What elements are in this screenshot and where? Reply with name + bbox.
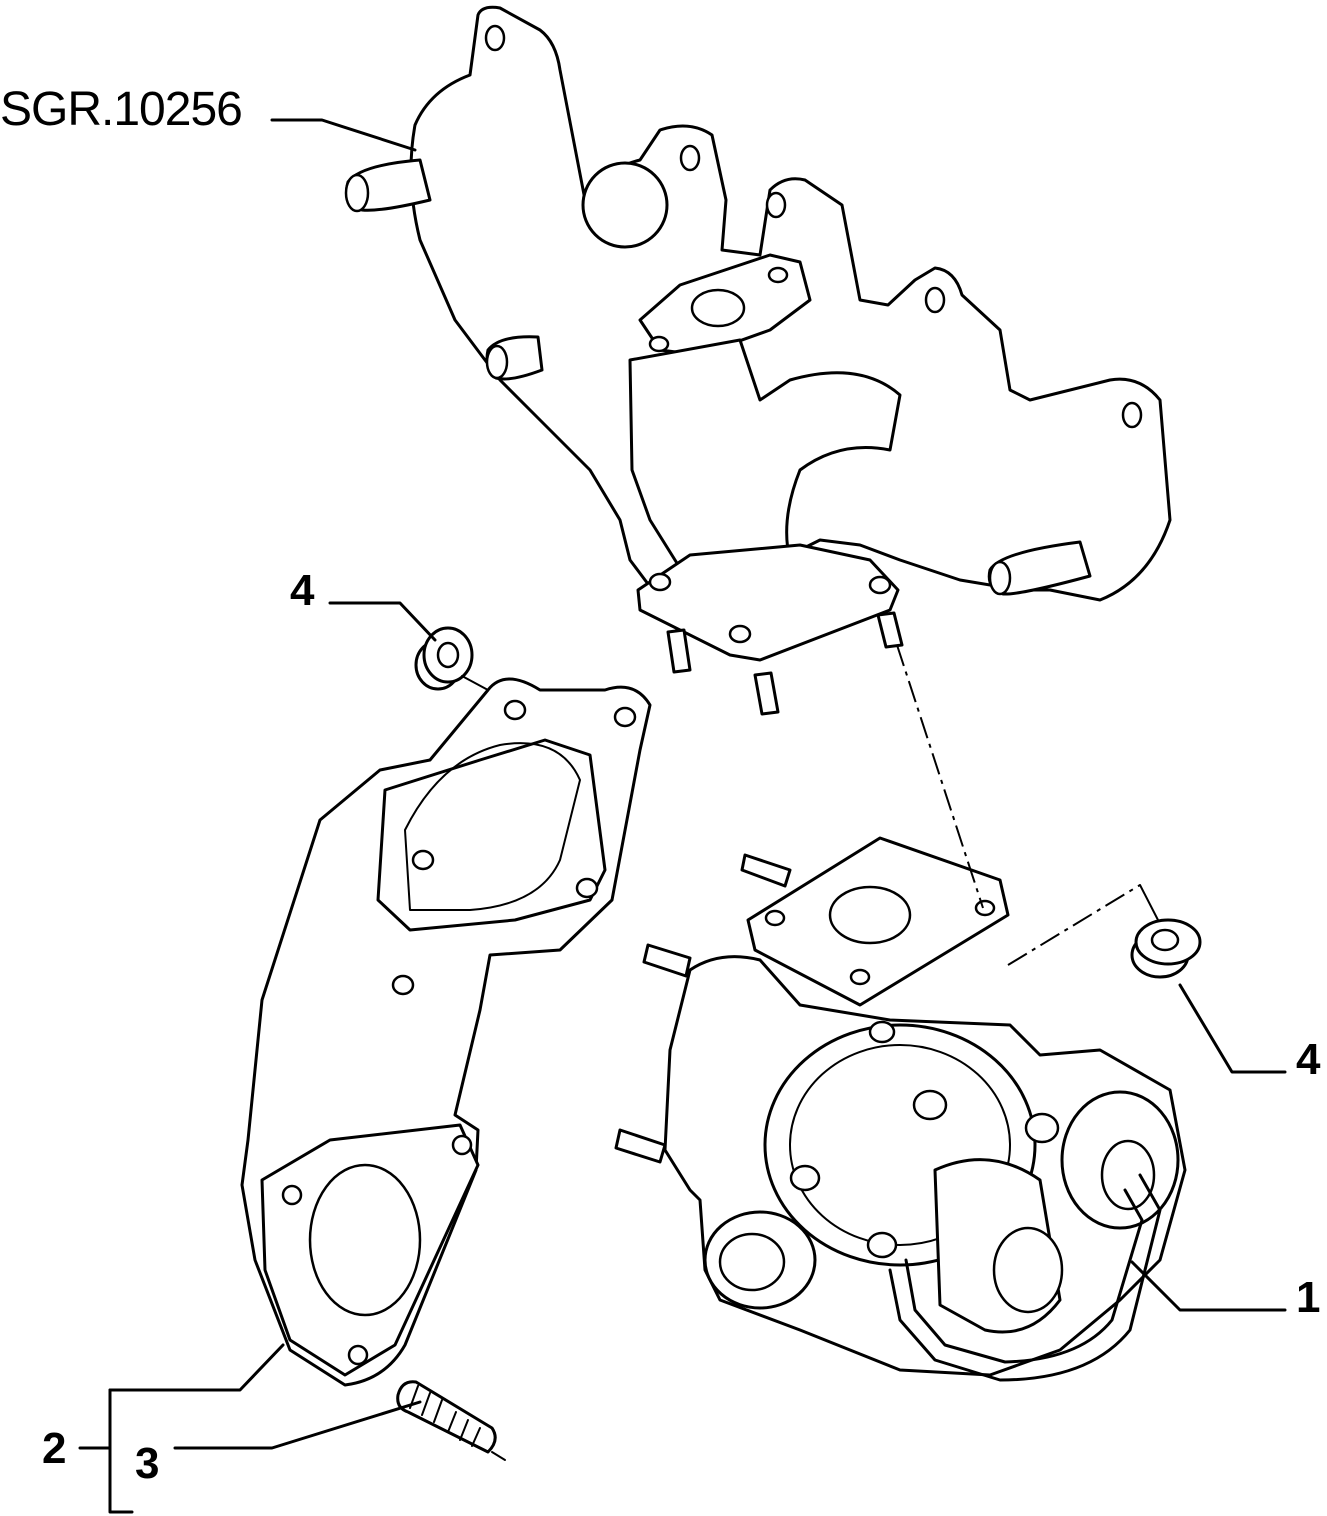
bracket-group (108, 1388, 134, 1514)
leader-stud (173, 1400, 422, 1450)
flange-nut-right (1130, 918, 1202, 979)
leader-nut-left (328, 601, 437, 642)
stud (396, 1380, 497, 1454)
callout-nut-left: 4 (290, 566, 315, 615)
callout-turbocharger: 1 (1296, 1273, 1320, 1322)
assembly-line-nut (1007, 884, 1141, 966)
flange-nut-left (414, 626, 474, 691)
reference-code: SGR.10256 (0, 83, 242, 136)
callout-nut-right: 4 (1296, 1035, 1321, 1084)
leader-reference (270, 118, 417, 152)
leader-turbocharger (1130, 1260, 1287, 1312)
assembly-line-nut-left (461, 675, 489, 691)
leader-nut-right (1178, 983, 1287, 1074)
exhaust-manifold (344, 5, 1172, 716)
callout-stud: 3 (135, 1439, 159, 1488)
turbocharger (614, 836, 1187, 1382)
leader-exhaust-pipe (108, 1343, 285, 1392)
assembly-line-stud (491, 1451, 506, 1461)
assembly-line-flange (896, 644, 984, 909)
assembly-line-nut-tail (1139, 884, 1159, 921)
exhaust-downpipe (240, 677, 652, 1387)
callout-exhaust-pipe: 2 (42, 1424, 66, 1473)
